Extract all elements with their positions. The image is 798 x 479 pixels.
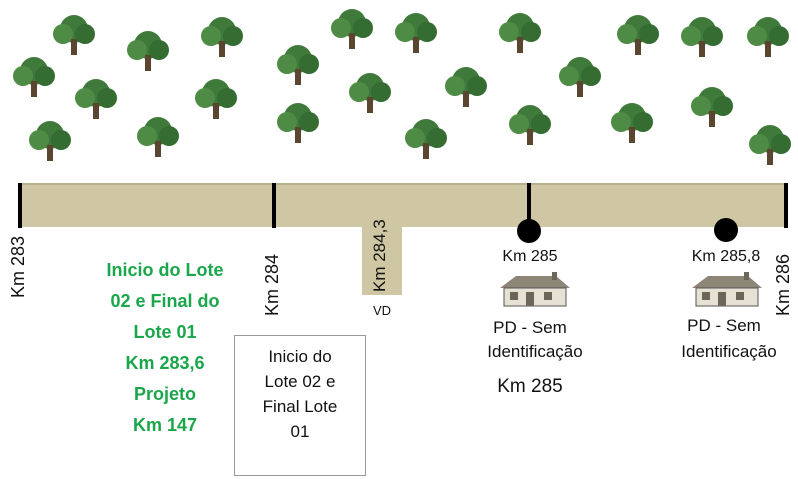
- tree-icon: [747, 17, 789, 57]
- green-note-line: Inicio do Lote: [106, 260, 224, 280]
- tree-icon: [277, 103, 319, 143]
- green-note-line: Projeto: [133, 384, 196, 404]
- tree-icon: [499, 13, 541, 53]
- pin-1-desc-line2: Identificação: [487, 342, 583, 361]
- tree-icon: [509, 105, 551, 145]
- tree-icon: [331, 9, 373, 49]
- viaduct-label: VD: [372, 303, 392, 318]
- viaduct-km-label: Km 284,3: [370, 219, 389, 292]
- pin-2-desc-line1: PD - Sem: [687, 316, 761, 335]
- km-283-label: Km 283: [8, 235, 28, 298]
- tree-icon: [559, 57, 601, 97]
- tree-icon: [13, 57, 55, 97]
- km-286-tick: [784, 183, 788, 228]
- green-note: Inicio do Lote 02 e Final do Lote 01 Km …: [60, 255, 270, 441]
- note-box-line: Inicio do: [268, 347, 332, 366]
- km-286-label: Km 286: [773, 253, 793, 316]
- tree-icon: [611, 103, 653, 143]
- pin-2-dot: [714, 218, 738, 242]
- tree-icon: [137, 117, 179, 157]
- tree-icon: [75, 79, 117, 119]
- green-note-line: 02 e Final do: [110, 291, 220, 311]
- note-box-line: Lote 02 e: [264, 372, 336, 391]
- tree-icon: [405, 119, 447, 159]
- pin-1-km-label: Km 285: [502, 248, 558, 265]
- pin-1-desc-line1: PD - Sem: [493, 318, 567, 337]
- tree-icon: [681, 17, 723, 57]
- note-box: Inicio do Lote 02 e Final Lote 01: [234, 335, 366, 476]
- green-note-line: Lote 01: [133, 322, 197, 342]
- tree-icon: [127, 31, 169, 71]
- tree-icon: [277, 45, 319, 85]
- km-283-tick: [18, 183, 22, 228]
- pin-2-km-label: Km 285,8: [691, 248, 761, 265]
- tree-icon: [395, 13, 437, 53]
- note-box-line: Final Lote: [262, 397, 338, 416]
- tree-icon: [749, 125, 791, 165]
- pin-1-dot: [517, 219, 541, 243]
- tree-icon: [349, 73, 391, 113]
- tree-icon: [691, 87, 733, 127]
- house-icon: [692, 272, 762, 307]
- tree-icon: [617, 15, 659, 55]
- tree-icon: [445, 67, 487, 107]
- road-band: [20, 183, 788, 227]
- km-284-tick: [272, 183, 276, 228]
- viaduct-marker: [362, 225, 402, 295]
- tree-icon: [29, 121, 71, 161]
- pin-1-stem: [527, 183, 531, 229]
- tree-icon: [201, 17, 243, 57]
- house-icon: [500, 272, 570, 307]
- tree-icon: [195, 79, 237, 119]
- green-note-line: Km 283,6: [125, 353, 205, 373]
- pin-2-desc-line2: Identificação: [681, 342, 777, 361]
- pin-1-extra-km: Km 285: [497, 376, 563, 397]
- note-box-line: 01: [290, 422, 310, 441]
- green-note-line: Km 147: [132, 415, 198, 435]
- tree-icon: [53, 15, 95, 55]
